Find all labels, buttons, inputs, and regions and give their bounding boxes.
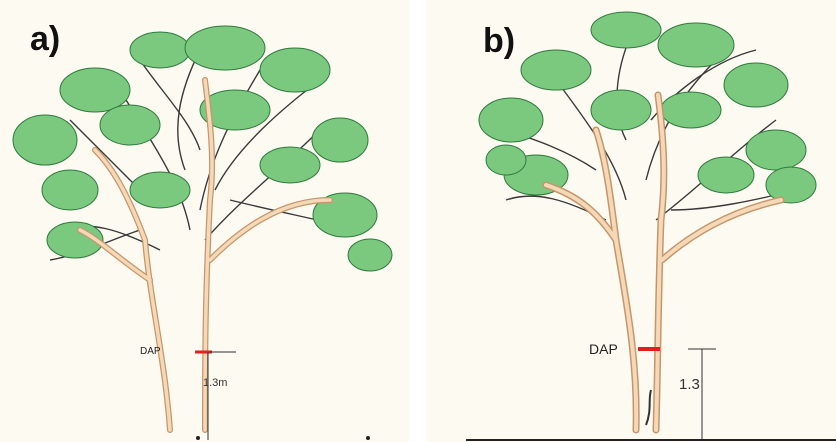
height-label-a: 1.3m <box>203 377 227 389</box>
panel-b: b) DAP 1.3 <box>426 0 836 442</box>
height-measure-a <box>208 352 236 440</box>
tree-b-illustration <box>426 0 836 442</box>
panel-label-b: b) <box>483 22 515 61</box>
panel-a: a) DAP 1.3m <box>0 0 410 442</box>
height-label-b: 1.3 <box>679 376 700 393</box>
ground-mark-a <box>196 436 200 440</box>
dap-label-b: DAP <box>589 341 618 357</box>
height-measure-b <box>688 349 716 440</box>
bark-mark-b <box>646 390 651 425</box>
tree-a-illustration <box>0 0 410 442</box>
dap-label-a: DAP <box>140 346 161 357</box>
panel-label-a: a) <box>30 20 60 59</box>
tree-a-foliage <box>13 26 392 271</box>
